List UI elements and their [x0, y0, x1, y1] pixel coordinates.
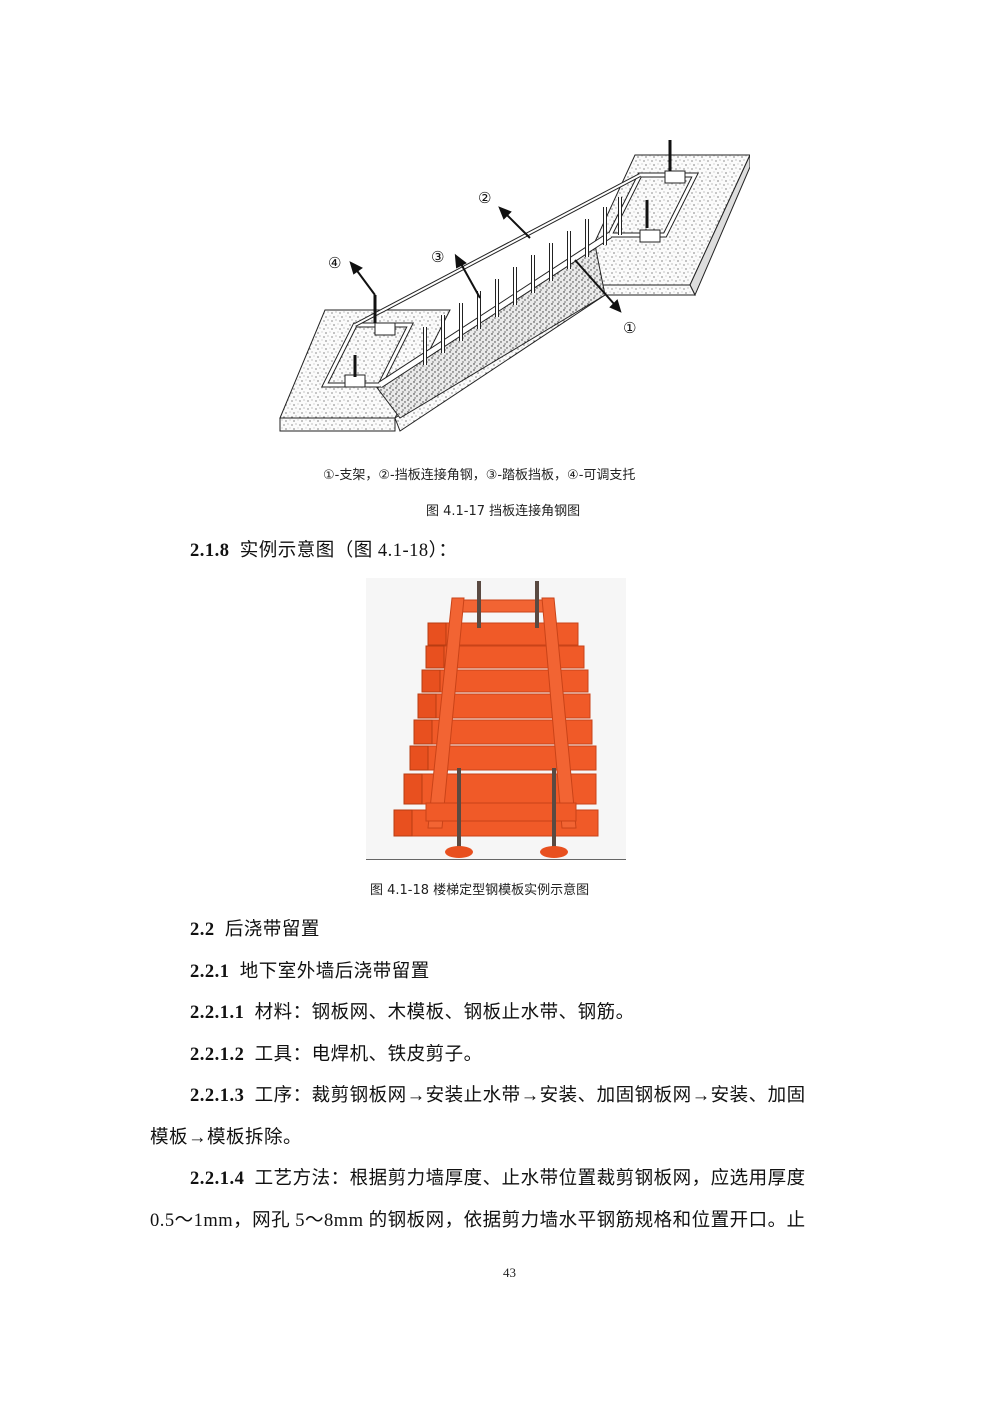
section-2-2-1-2: 2.2.1.2 工具：电焊机、铁皮剪子。: [190, 1040, 483, 1066]
figure-4-1-18-caption: 图 4.1-18 楼梯定型钢模板实例示意图: [370, 883, 590, 898]
section-2-2-1-3: 2.2.1.3 工序：裁剪钢板网→安装止水带→安装、加固钢板网→安装、加固: [190, 1081, 806, 1107]
callout-3-label: ③: [431, 248, 445, 266]
callout-4-label: ④: [328, 254, 342, 272]
section-text: 工具：电焊机、铁皮剪子。: [254, 1045, 483, 1065]
figure-4-1-17-diagram: ④ ③ ② ①: [275, 135, 751, 435]
section-text-line1: 工序：裁剪钢板网→安装止水带→安装、加固钢板网→安装、加固: [254, 1086, 806, 1106]
page-number: 43: [503, 1265, 516, 1280]
section-2-2: 2.2 后浇带留置: [190, 915, 320, 941]
section-title: 地下室外墙后浇带留置: [239, 962, 430, 982]
section-number: 2.2.1.4: [190, 1169, 245, 1189]
section-2-2-1-4-line2: 0.5～1mm，网孔 5～8mm 的钢板网，依据剪力墙水平钢筋规格和位置开口。止: [150, 1211, 806, 1231]
figure-4-1-17-legend: ①-支架，②-挡板连接角钢，③-踏板挡板，④-可调支托: [323, 468, 636, 483]
section-text: 材料：钢板网、木模板、钢板止水带、钢筋。: [254, 1003, 635, 1023]
section-number: 2.2.1.3: [190, 1086, 245, 1106]
section-2-2-1-4: 2.2.1.4 工艺方法：根据剪力墙厚度、止水带位置裁剪钢板网，应选用厚度: [190, 1164, 806, 1190]
section-2-2-1-3-line2: 模板→模板拆除。: [150, 1128, 303, 1148]
section-number: 2.2.1: [190, 962, 230, 982]
section-2-2-1: 2.2.1 地下室外墙后浇带留置: [190, 957, 430, 983]
section-number: 2.2.1.1: [190, 1003, 245, 1023]
section-number: 2.2.1.2: [190, 1045, 245, 1065]
section-title: 后浇带留置: [224, 920, 320, 940]
section-number: 2.2: [190, 920, 215, 940]
stair-formwork-drawing: [279, 140, 751, 432]
section-text: 实例示意图（图 4.1-18）：: [239, 541, 458, 561]
photo-baseline: [366, 859, 626, 860]
section-number: 2.1.8: [190, 541, 230, 561]
callout-1-label: ①: [623, 319, 637, 337]
section-2-2-1-1: 2.2.1.1 材料：钢板网、木模板、钢板止水带、钢筋。: [190, 998, 635, 1024]
figure-4-1-17-caption: 图 4.1-17 挡板连接角钢图: [426, 504, 581, 519]
steel-stair-formwork-image: [393, 581, 599, 858]
figure-4-1-18-photo: [366, 578, 626, 860]
section-2-1-8: 2.1.8 实例示意图（图 4.1-18）：: [190, 536, 457, 562]
callout-2-label: ②: [478, 189, 492, 207]
section-text-line1: 工艺方法：根据剪力墙厚度、止水带位置裁剪钢板网，应选用厚度: [254, 1169, 806, 1189]
